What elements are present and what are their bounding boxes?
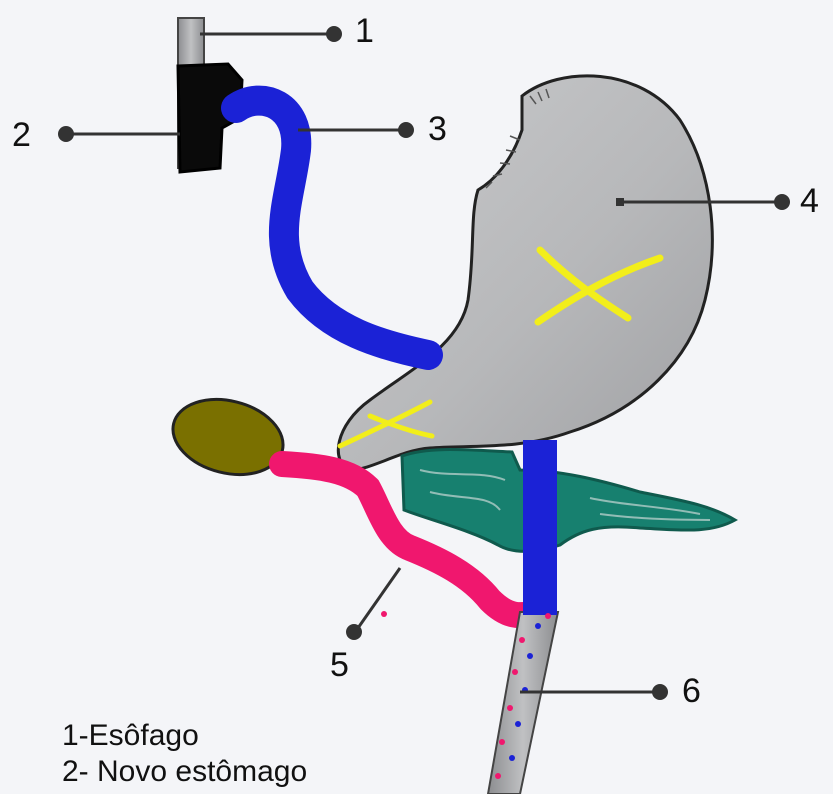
callout-3-label: 3 (428, 110, 447, 148)
pancreas (402, 450, 735, 552)
legend: 1-Esôfago 2- Novo estômago (62, 718, 307, 790)
stomach (338, 76, 712, 470)
callout-5-label: 5 (330, 646, 349, 684)
callout-2: 2 (12, 116, 180, 154)
legend-item-esophagus: 1-Esôfago (62, 718, 307, 754)
callout-2-label: 2 (12, 116, 31, 154)
legend-item-new-stomach: 2- Novo estômago (62, 754, 307, 790)
callout-3: 3 (298, 110, 447, 148)
callout-6: 6 (520, 672, 701, 710)
callout-4-label: 4 (800, 182, 819, 220)
callout-5: 5 (330, 568, 400, 684)
blue-intestinal-limb (236, 101, 428, 355)
callout-1-label: 1 (355, 12, 374, 50)
callout-6-label: 6 (682, 672, 701, 710)
callout-1: 1 (200, 12, 374, 50)
